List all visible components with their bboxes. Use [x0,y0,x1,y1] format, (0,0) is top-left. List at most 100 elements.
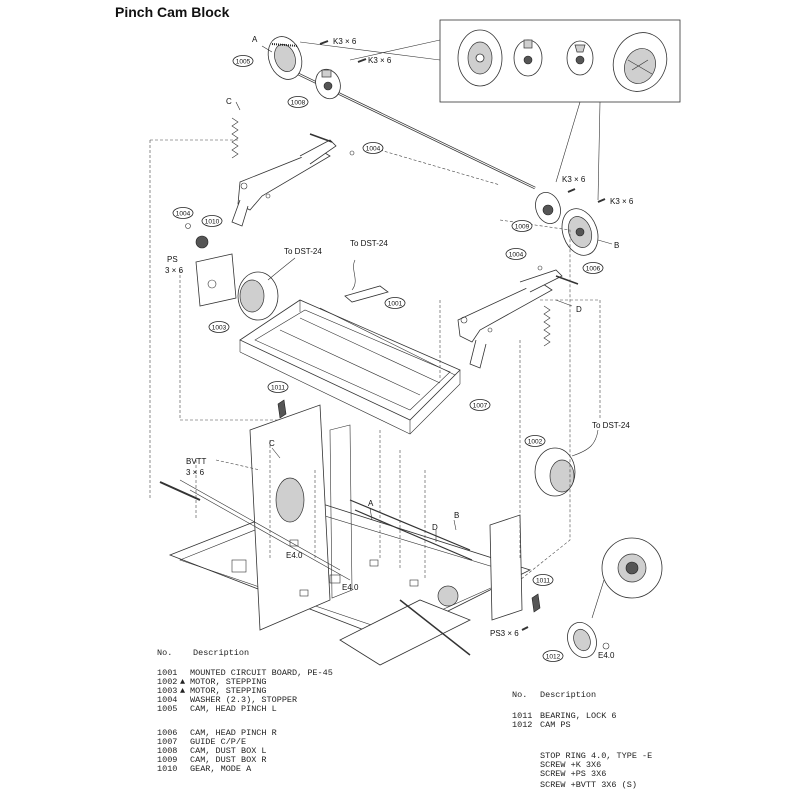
callout-1001: 1001 [384,297,406,309]
ref-letter-b: B [614,241,619,250]
parts-row: 1009 CAM, DUST BOX R [157,755,267,765]
ps-screw-right [521,626,529,631]
bearing-lock-6-a [277,399,287,419]
part-number: 1011 [512,711,532,721]
cam-dust-box-l [315,68,341,100]
part-number: 1004 [157,695,177,705]
circuit-board-pe45 [344,259,389,303]
parts-list-right: No. Description 1011 BEARING, LOCK 6 1012 C… [512,690,652,790]
spring-d-right [543,305,551,347]
label-ps: PS [167,255,178,264]
page-title: Pinch Cam Block [115,4,230,20]
callout-number: 1002 [528,438,543,445]
screws-top-right [567,188,606,203]
parts-row: 1006 CAM, HEAD PINCH R [157,728,277,738]
parts-header-no: No. [157,648,172,658]
inset-cam-4 [612,32,668,92]
callout-1004a: 1004 [362,142,384,154]
callout-1005: 1005 [232,55,254,67]
hardware-item: SCREW +BVTT 3X6 (S) [540,780,637,790]
ref-letter-b: B [454,511,459,520]
part-number: 1008 [157,746,177,756]
parts-row: 1004 WASHER (2.3), STOPPER [157,695,297,705]
callout-1009: 1009 [511,220,533,232]
main-frame [168,404,532,666]
guide-cpe [239,299,461,435]
callout-1008: 1008 [287,96,309,108]
diagram-labels: K3 × 6 K3 × 6 K3 × 6 K3 × 6 To DST-24 To… [165,35,634,660]
callout-1010: 1010 [201,215,223,227]
part-description: MOUNTED CIRCUIT BOARD, PE-45 [190,668,333,678]
callout-1003: 1003 [208,321,230,333]
ref-letter-d: D [576,305,582,314]
motor-stepping-1002 [534,429,599,497]
cam-head-pinch-r [561,208,599,256]
part-number: 1012 [512,720,532,730]
label-e40: E4.0 [286,551,303,560]
part-number: 1003 [157,686,177,696]
label-bvtt: BVTT [186,457,207,466]
hardware-item: SCREW +PS 3X6 [540,769,606,779]
parts-header-no: No. [512,690,527,700]
label-k3x6: K3 × 6 [368,56,392,65]
callout-1006: 1006 [582,262,604,274]
parts-header-desc: Description [193,648,249,658]
callout-number: 1003 [212,324,227,331]
ref-letter-d: D [432,523,438,532]
callout-number: 1010 [205,218,220,225]
callout-1011b: 1011 [532,574,554,586]
callout-number: 1004 [366,145,381,152]
label-k3x6: K3 × 6 [562,175,586,184]
cam-ps [567,622,597,658]
parts-header-desc: Description [540,690,596,700]
callout-number: 1004 [176,210,191,217]
callout-number: 1012 [546,653,561,660]
label-e40: E4.0 [598,651,615,660]
callout-number: 1007 [473,402,488,409]
part-number: 1005 [157,704,177,714]
inset-cam-3 [566,40,594,76]
parts-row: 1003▲MOTOR, STEPPING [157,686,267,696]
callout-number: 1004 [509,251,524,258]
inset-cam-2 [513,39,543,77]
inset-detail-box [439,19,681,103]
callout-number: 1001 [388,300,403,307]
parts-row: 1011 BEARING, LOCK 6 [512,711,617,721]
ref-letter-a: A [252,35,258,44]
label-ps3x6: PS3 × 6 [490,629,519,638]
label-ps-size: 3 × 6 [165,266,184,275]
part-description: CAM PS [540,720,571,730]
warning-mark: ▲ [180,677,186,687]
callout-1007: 1007 [469,399,491,411]
callout-number: 1008 [291,99,306,106]
ref-letter-a: A [368,499,374,508]
part-description: MOTOR, STEPPING [190,686,267,696]
callout-1004b: 1004 [172,207,194,219]
part-description: CAM, HEAD PINCH R [190,728,277,738]
part-description: CAM, DUST BOX R [190,755,267,765]
label-to-dst: To DST-24 [284,247,322,256]
part-number: 1009 [157,755,177,765]
part-description: GUIDE C/P/E [190,737,246,747]
motor-stepping-1003 [195,253,296,321]
stop-ring-e40-right [602,642,610,650]
callout-1004c: 1004 [505,248,527,260]
arm-right [457,269,563,369]
part-description: CAM, DUST BOX L [190,746,267,756]
part-description: BEARING, LOCK 6 [540,711,617,721]
part-number: 1006 [157,728,177,738]
cam-dust-box-r [535,192,561,224]
hardware-item: SCREW +K 3X6 [540,760,601,770]
part-number: 1010 [157,764,177,774]
label-e40: E4.0 [342,583,359,592]
assembly-guide-lines [149,139,601,581]
callout-number: 1011 [536,577,550,584]
callout-number: 1006 [586,265,601,272]
part-description: WASHER (2.3), STOPPER [190,695,297,705]
parts-row: 1012 CAM PS [512,720,571,730]
